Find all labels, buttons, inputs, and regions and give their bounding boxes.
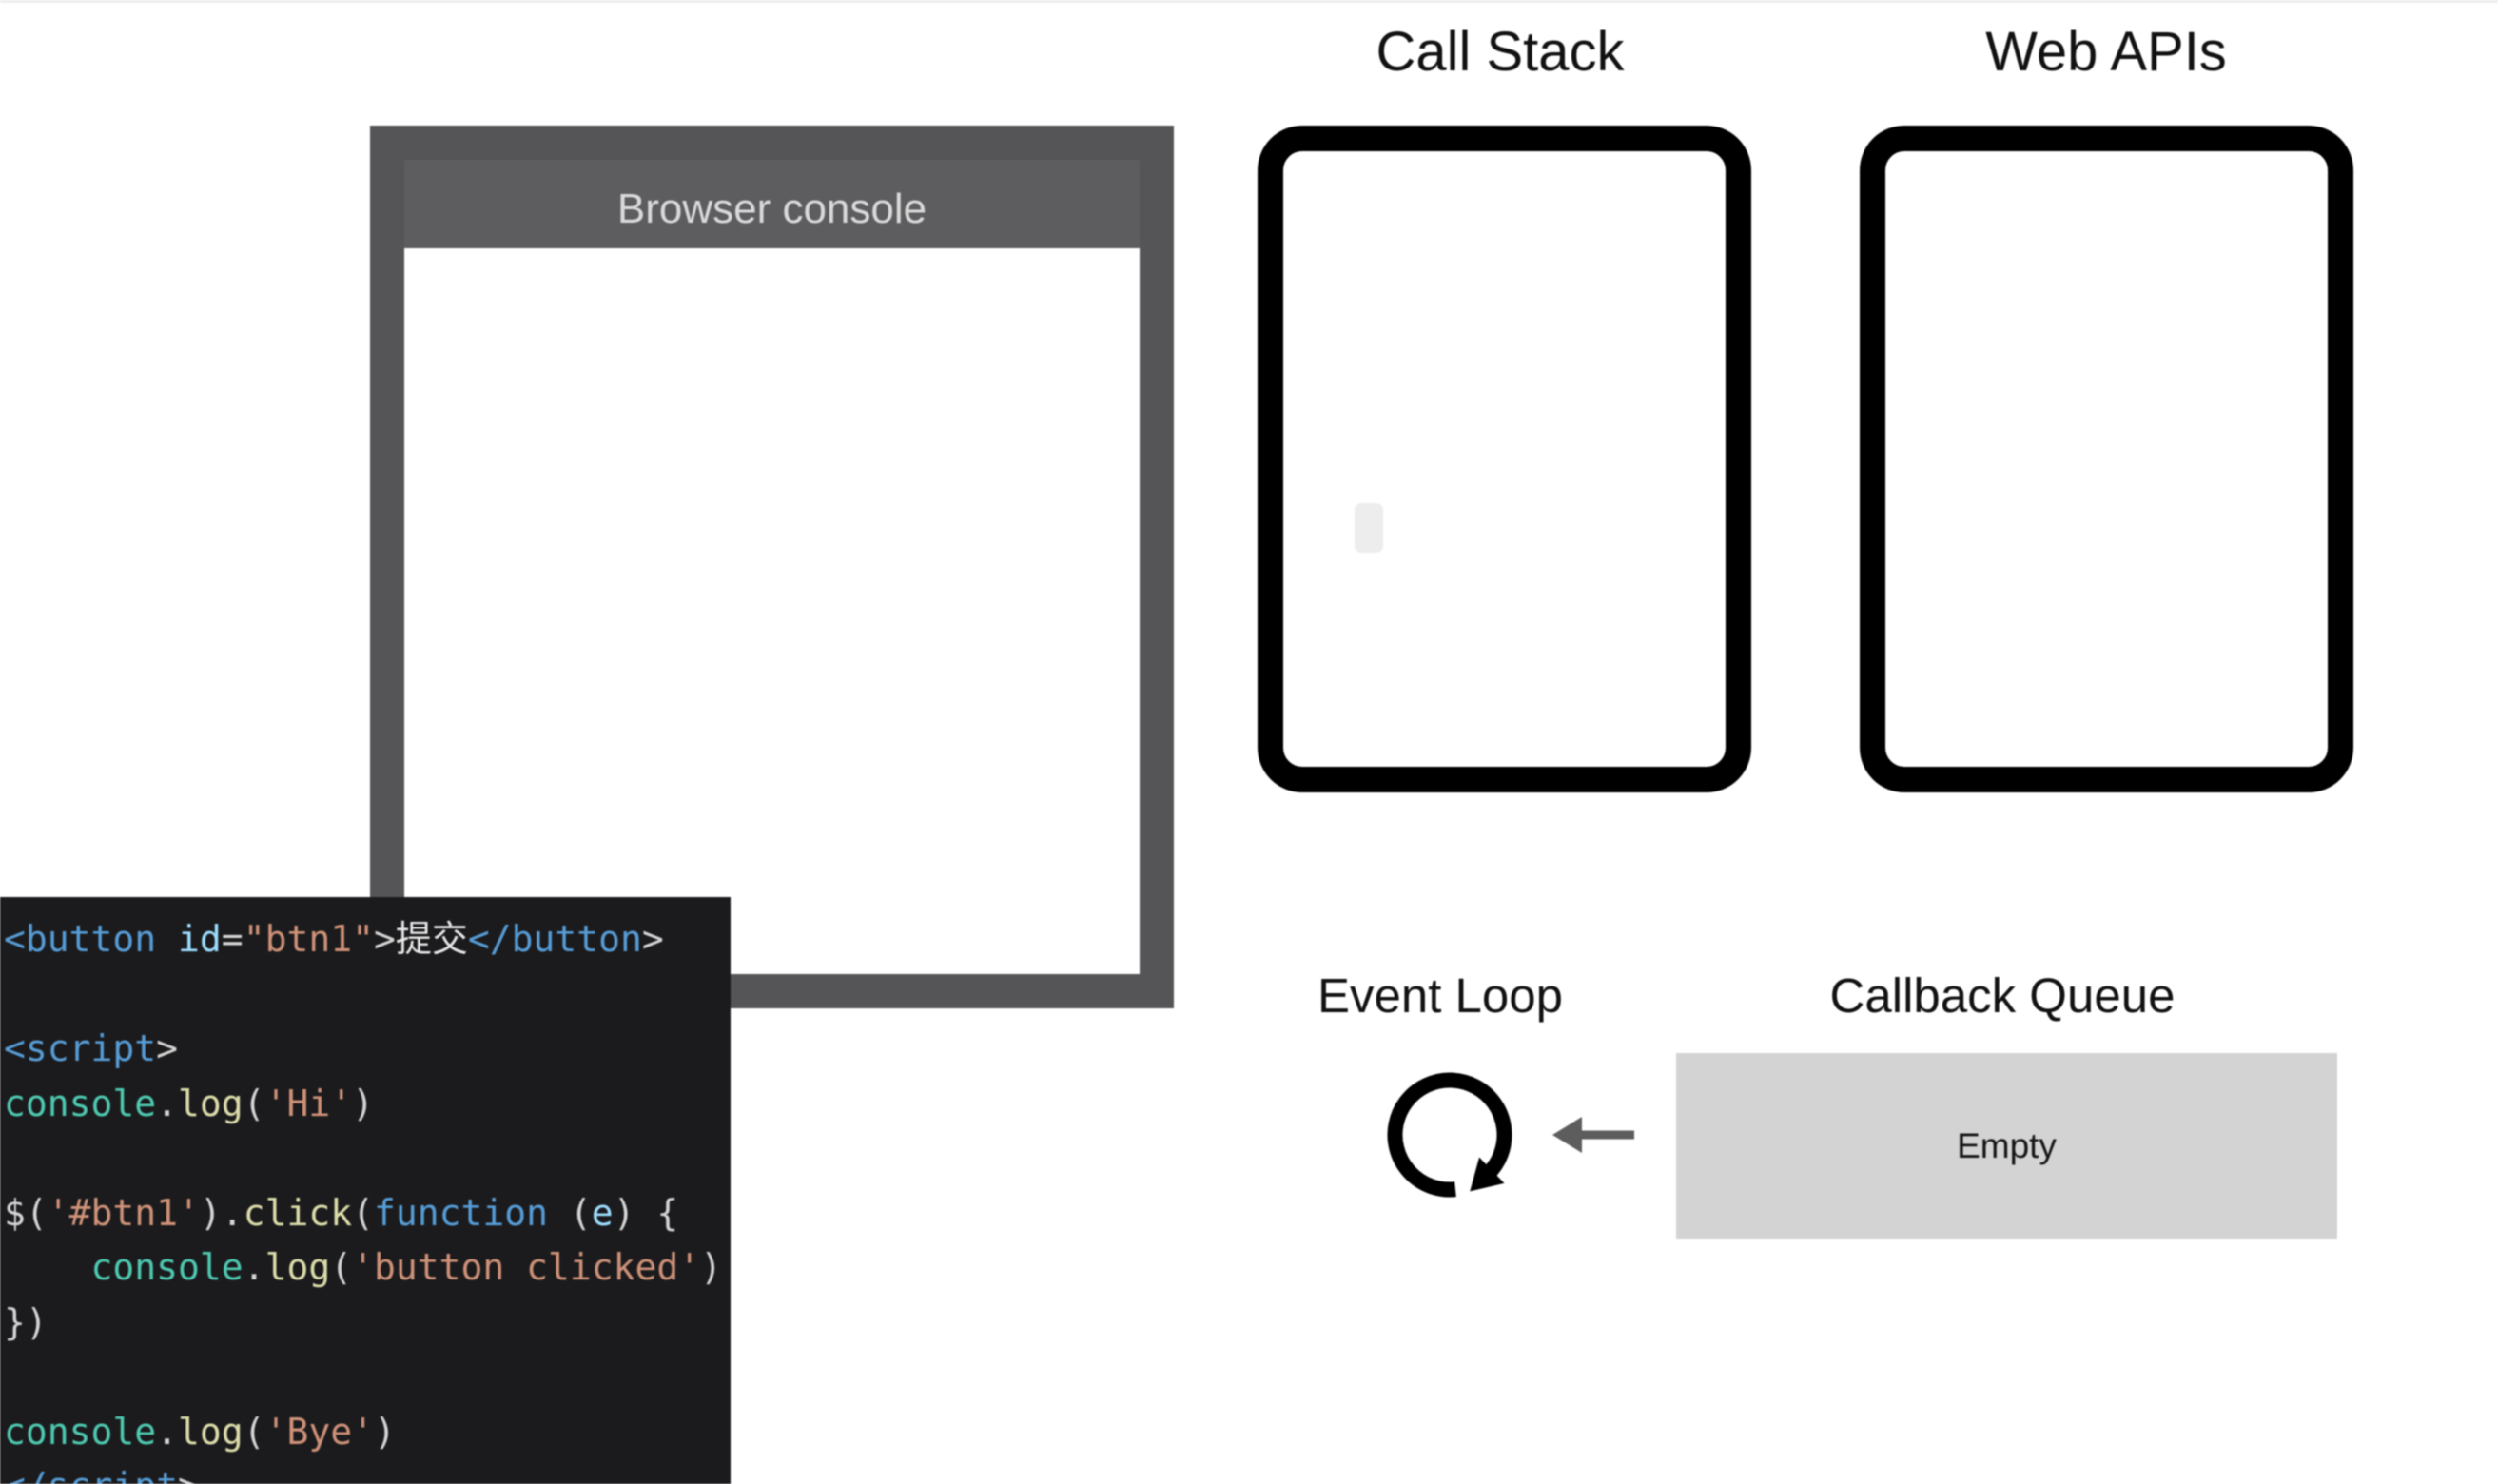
code-line: $('#btn1').click(function (e) { [4, 1191, 679, 1234]
browser-console-titlebar: Browser console [404, 160, 1140, 248]
code-line [4, 1131, 731, 1186]
code-line: </script> [4, 1459, 731, 1484]
browser-console-title: Browser console [616, 185, 927, 232]
code-editor-content: <button id="btn1">提交</button> <script> co… [0, 897, 731, 1484]
code-line: console.log('Hi') [4, 1082, 374, 1124]
code-line: }) [4, 1300, 48, 1343]
code-line: console.log('button clicked') [90, 1246, 723, 1288]
browser-console-output-area [404, 248, 1140, 974]
browser-console-window: Browser console [370, 126, 1174, 1008]
code-line [4, 1350, 731, 1405]
web-apis-box [1860, 126, 2353, 792]
code-line [4, 967, 731, 1023]
queue-to-eventloop-arrow-icon [1552, 1117, 1634, 1153]
web-apis-title: Web APIs [1985, 21, 2227, 83]
video-top-edge-artifact [0, 0, 2498, 3]
event-loop-cycle-icon [1387, 1072, 1512, 1198]
event-loop-title: Event Loop [1317, 968, 1564, 1023]
code-editor-panel: <button id="btn1">提交</button> <script> co… [0, 897, 731, 1484]
code-line: console.log('Bye') [4, 1410, 396, 1453]
call-stack-title: Call Stack [1376, 21, 1625, 83]
mouse-cursor-artifact [1355, 503, 1383, 553]
callback-queue-box: Empty [1676, 1053, 2337, 1239]
callback-queue-title: Callback Queue [1829, 968, 2176, 1023]
call-stack-box [1258, 126, 1751, 792]
code-line: <button id="btn1">提交</button> [4, 918, 664, 960]
code-line: <script> [4, 1027, 179, 1069]
callback-queue-status: Empty [1957, 1125, 2057, 1165]
